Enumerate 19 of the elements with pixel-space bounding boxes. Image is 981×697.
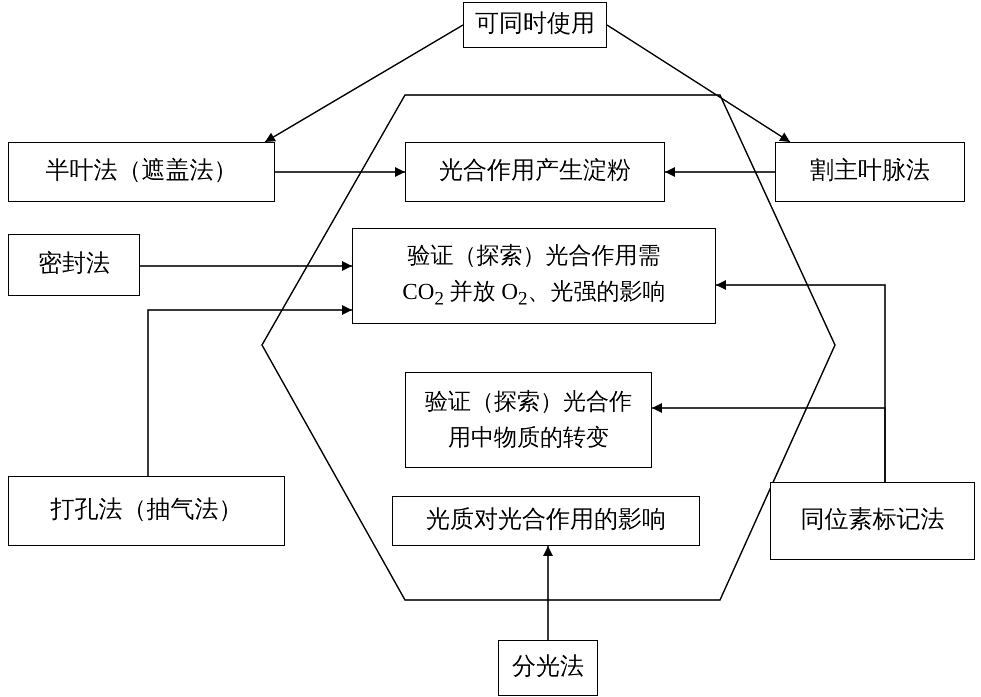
text-box: 验证（探索）光合作用需CO$_{2}$ 并放 O$_{2}$、光强的影响 <box>352 228 716 324</box>
arrow <box>140 261 352 271</box>
arrow <box>652 403 886 482</box>
text-box: 打孔法（抽气法） <box>8 476 285 546</box>
text-box: 割主叶脉法 <box>775 142 965 202</box>
text-box: 半叶法（遮盖法） <box>8 142 275 202</box>
text-box: 同位素标记法 <box>770 482 975 560</box>
text-box: 密封法 <box>8 234 140 296</box>
text-box: 分光法 <box>498 640 598 696</box>
arrow <box>147 305 352 476</box>
text-box: 光合作用产生淀粉 <box>405 142 665 202</box>
arrow <box>606 24 790 143</box>
text-box: 可同时使用 <box>463 2 607 48</box>
arrow <box>264 24 464 143</box>
arrow <box>543 546 553 640</box>
text-box: 光质对光合作用的影响 <box>392 496 700 546</box>
arrow <box>275 167 405 177</box>
text-box: 验证（探索）光合作用中物质的转变 <box>405 372 652 468</box>
arrow <box>665 167 775 177</box>
